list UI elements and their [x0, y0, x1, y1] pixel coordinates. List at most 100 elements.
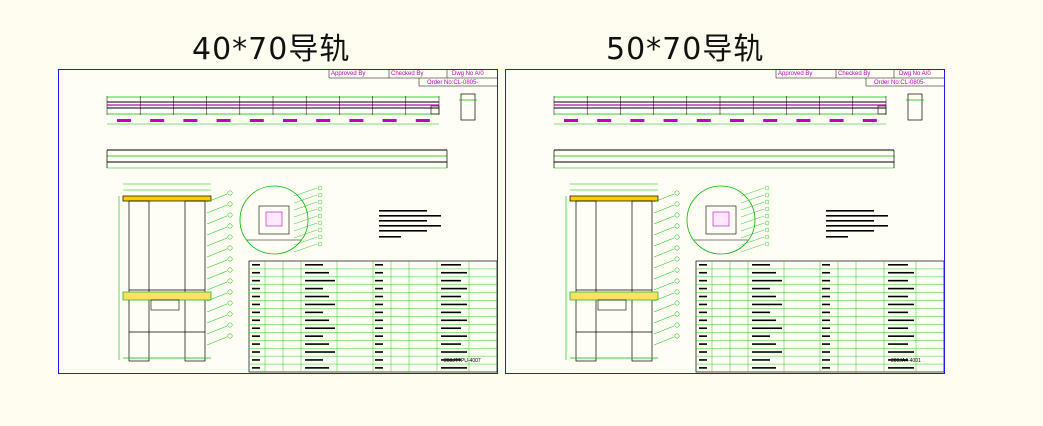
note-text — [379, 210, 427, 212]
bom-cell-text — [441, 327, 461, 330]
cad-drawing-right — [553, 70, 944, 373]
bom-cell-text — [699, 327, 707, 330]
detail-inner — [265, 211, 283, 227]
footer-code: 200JTTPU-4007 — [444, 358, 481, 364]
balloon — [764, 234, 770, 240]
approved-label: Approved By — [331, 71, 366, 77]
leader-line — [293, 201, 318, 211]
dimension-label — [415, 119, 430, 122]
bom-cell-text — [752, 271, 776, 274]
order-number: Order No:CL-0805- — [427, 80, 479, 86]
leader-line — [206, 248, 228, 258]
note-text — [826, 210, 874, 212]
dimension-label — [249, 119, 264, 122]
bom-cell-text — [752, 303, 782, 306]
bom-cell-text — [375, 303, 383, 306]
balloon — [227, 289, 233, 295]
balloon — [764, 241, 770, 247]
bom-cell-text — [441, 343, 461, 345]
balloon — [674, 289, 680, 295]
motor-box — [597, 299, 627, 311]
bom-cell-text — [441, 303, 467, 306]
balloon — [227, 311, 233, 317]
bom-cell-text — [888, 271, 914, 274]
note-text — [379, 215, 441, 217]
bom-cell-text — [822, 359, 830, 361]
dimension-label — [730, 119, 744, 122]
bom-cell-text — [252, 359, 260, 361]
checked-label: Checked By — [838, 71, 871, 77]
leader-line — [740, 229, 765, 239]
balloon — [317, 227, 323, 233]
balloon — [674, 234, 680, 240]
balloon — [764, 206, 770, 212]
bom-cell-text — [699, 351, 707, 353]
balloon — [674, 212, 680, 218]
bom-cell-text — [752, 367, 776, 369]
leader-line — [293, 243, 318, 253]
bom-cell-text — [305, 287, 323, 290]
balloon — [674, 223, 680, 229]
end-view — [907, 93, 923, 121]
leader-line — [293, 222, 318, 232]
leader-line — [206, 193, 228, 203]
bom-cell-text — [375, 367, 383, 369]
bom-cell-text — [305, 335, 323, 337]
drawing-sheet-left: Approved By Checked By Dwg No A/0 Order … — [58, 69, 498, 374]
leader-line — [653, 248, 675, 258]
bom-cell-text — [305, 327, 335, 330]
balloon — [317, 199, 323, 205]
end-drive — [877, 105, 887, 115]
balloon — [674, 333, 680, 339]
leader-line — [653, 237, 675, 247]
bom-cell-text — [441, 351, 467, 353]
note-text — [379, 225, 441, 227]
leader-line — [206, 237, 228, 247]
bom-cell-text — [888, 327, 908, 330]
leader-line — [653, 281, 675, 291]
bom-cell-text — [699, 311, 707, 314]
drawing-title-left: 40*70导轨 — [192, 32, 351, 67]
drawing-number: Dwg No A/0 — [899, 71, 931, 77]
bom-cell-text — [752, 264, 770, 266]
leader-line — [740, 236, 765, 246]
leader-line — [653, 193, 675, 203]
bom-cell-text — [822, 271, 830, 274]
leader-line — [740, 187, 765, 197]
bom-cell-text — [375, 311, 383, 314]
bom-cell-text — [252, 351, 260, 353]
balloon — [227, 212, 233, 218]
dimension-label — [216, 119, 231, 122]
bom-cell-text — [752, 343, 776, 345]
balloon — [227, 267, 233, 273]
bom-cell-text — [888, 359, 908, 361]
bom-cell-text — [252, 279, 260, 282]
bom-cell-text — [699, 271, 707, 274]
bom-cell-text — [822, 343, 830, 345]
bom-cell-text — [252, 335, 260, 337]
bom-cell-text — [441, 271, 467, 274]
drawing-number: Dwg No A/0 — [452, 71, 484, 77]
bom-cell-text — [375, 359, 383, 361]
bom-cell-text — [375, 271, 383, 274]
dimension-label — [382, 119, 397, 122]
bom-cell-text — [441, 319, 467, 322]
balloon — [764, 227, 770, 233]
leader-line — [653, 303, 675, 313]
dimension-label — [283, 119, 297, 122]
bom-cell-text — [699, 319, 707, 322]
bom-cell-text — [252, 271, 260, 274]
leader-line — [206, 270, 228, 280]
dimension-label — [663, 119, 678, 122]
bom-cell-text — [305, 279, 335, 282]
bom-cell-text — [375, 335, 383, 337]
leader-line — [293, 236, 318, 246]
bom-cell-text — [752, 327, 782, 330]
bom-cell-text — [305, 295, 329, 298]
note-text — [379, 236, 401, 238]
bom-cell-text — [888, 335, 914, 337]
balloon — [674, 278, 680, 284]
detail-profile — [258, 205, 290, 235]
leader-line — [293, 208, 318, 218]
leader-line — [206, 292, 228, 302]
